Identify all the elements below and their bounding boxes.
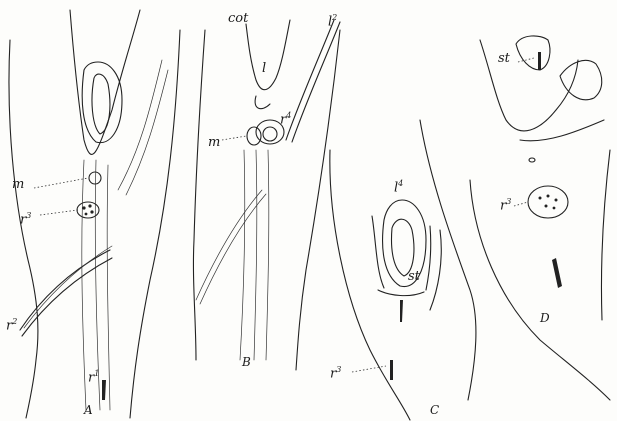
label-d-r3: r3 (500, 198, 511, 212)
figure-d-outline-left (470, 180, 610, 400)
figure-a-apex-notch (70, 10, 140, 154)
figure-a-leader-m (34, 178, 88, 188)
label-d-st: st (498, 52, 510, 65)
figure-b-trace-l2 (286, 20, 334, 140)
figure-a-node-r3 (77, 202, 99, 218)
figure-a-outline-left (9, 40, 38, 418)
figure-d-outline-right (601, 150, 610, 320)
figure-b-bundle (240, 150, 245, 360)
label-b-l: l (262, 62, 266, 75)
figure-d-node-r3 (528, 186, 568, 218)
figure-d-leader-st (518, 58, 534, 62)
figure-a-bundle-1 (82, 160, 86, 410)
figure-b-leaf-l (255, 96, 270, 109)
label-b-r4: r4 (280, 112, 291, 126)
figure-b-trace-left (196, 190, 262, 300)
label-b-cot: cot (228, 12, 248, 25)
figure-a-bud-inner (92, 74, 110, 134)
figure-a (9, 10, 180, 418)
panel-label-c: C (430, 404, 439, 416)
label-a-r2: r2 (6, 318, 17, 332)
label-a-m: m (12, 178, 24, 191)
figure-a-bud (82, 62, 122, 143)
label-b-l2: l2 (328, 14, 337, 28)
figure-c (330, 120, 476, 420)
label-c-st: st (408, 270, 420, 283)
label-c-r3: r3 (330, 366, 341, 380)
label-c-l4: l4 (394, 180, 403, 194)
figure-a-node-m (89, 172, 101, 184)
figure-b (193, 20, 340, 370)
figure-b-outline-left (193, 30, 205, 360)
figure-c-scale-right (426, 226, 431, 290)
figure-d-fold (520, 120, 604, 141)
figure-d-leader-r3 (514, 202, 528, 206)
figure-c-base (378, 290, 424, 296)
panel-label-b: B (242, 356, 251, 368)
figure-c-scale-left (372, 216, 384, 288)
figure-a-leader-r3 (40, 210, 78, 215)
figure-b-cot-notch (246, 20, 290, 90)
figure-d-st-bud (516, 36, 550, 70)
panel-label-a: A (84, 404, 93, 416)
panel-label-d: D (540, 312, 550, 324)
figure-d-top-lobe (480, 40, 578, 131)
label-a-r1: r1 (88, 370, 99, 384)
figure-b-outline-right (296, 30, 340, 370)
figure-d (470, 36, 610, 400)
label-b-m: m (208, 136, 220, 149)
figure-c-outline-right (420, 120, 476, 400)
figure-b-leader-m (222, 136, 246, 140)
label-a-r3: r3 (20, 212, 31, 226)
